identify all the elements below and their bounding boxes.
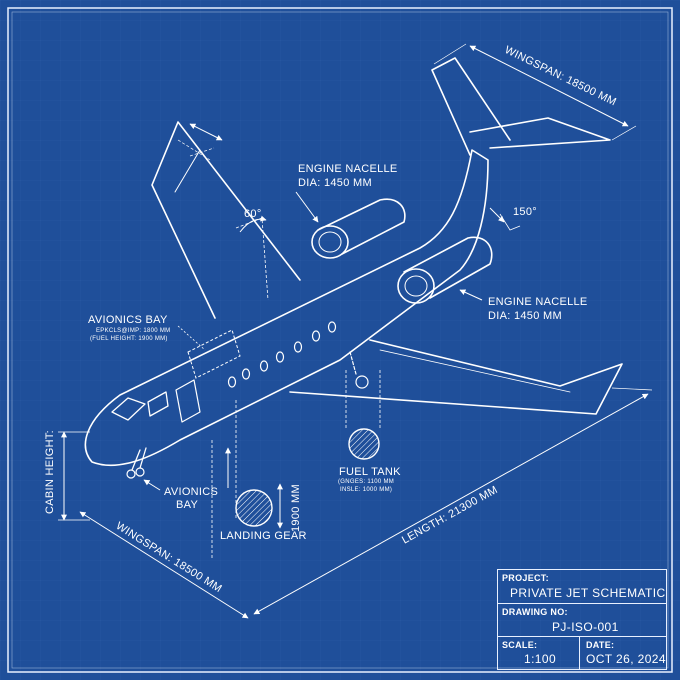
left-wing-flap [174,149,201,193]
drawing-key: DRAWING NO: [502,607,568,617]
engine-nacelle-2-label: ENGINE NACELLE [488,296,588,308]
nose-gear [131,447,147,471]
avionics-bay-line1: EPKCLS@IMP: 1800 MM [96,328,171,334]
landing-gear-dim-label: 1900 MM [290,484,302,532]
project-cell: PROJECT: PRIVATE JET SCHEMATIC [498,570,666,604]
avionics-bay-bottom-label-1: AVIONICS [164,486,219,498]
engine-nacelle-2-shape [397,236,493,304]
inner-border [11,11,669,669]
engine-nacelle-1-dia: DIA: 1450 MM [298,177,372,189]
landing-gear-label: LANDING GEAR [220,530,307,542]
avionics-bay-bottom-label-2: BAY [176,499,199,511]
cockpit-window-2 [147,391,169,417]
angle-150-label: 150° [513,206,537,218]
outer-border [7,7,673,673]
scale-cell: SCALE: 1:100 [498,637,580,669]
drawing-cell: DRAWING NO: PJ-ISO-001 [498,604,666,637]
project-value: PRIVATE JET SCHEMATIC [510,586,666,600]
left-wing [151,121,301,319]
date-key: DATE: [586,640,615,650]
engine-nacelle-1-label: ENGINE NACELLE [298,163,398,175]
scale-value: 1:100 [524,652,557,666]
drawing-value: PJ-ISO-001 [552,620,619,634]
avionics-bay-outline [187,329,241,379]
wingspan-bottom-dim [79,511,249,619]
project-key: PROJECT: [502,573,549,583]
engine-nacelle-1-shape [311,198,406,259]
fuel-tank-section [348,428,380,460]
fuel-tank-label: FUEL TANK [339,466,401,478]
scale-key: SCALE: [502,640,538,650]
fuel-tank-line1: (GNGES: 1100 MM [338,479,395,485]
fuel-tank-line2: INSLE: 1000 MM) [340,487,393,493]
cabin-height-label: CABIN HEIGHT: [44,430,56,514]
cabin-door [175,379,201,423]
cabin-windows [227,321,337,388]
title-block: PROJECT: PRIVATE JET SCHEMATIC DRAWING N… [497,569,667,670]
wingspan-top-dim [469,45,629,127]
date-value: OCT 26, 2024 [586,652,666,666]
cockpit-window-1 [111,397,146,421]
main-gear [349,351,357,375]
right-wing-edge [379,349,571,393]
landing-gear-section [235,489,273,527]
engine-nacelle-2-dia: DIA: 1450 MM [488,310,562,322]
date-cell: DATE: OCT 26, 2024 [580,637,666,669]
avionics-bay-top-label: AVIONICS BAY [88,314,168,326]
angle-60-label: 60° [244,208,262,220]
avionics-bay-line2: (FUEL HEIGHT: 1900 MM) [90,336,168,342]
length-dim [253,393,649,615]
fuselage [84,149,489,467]
